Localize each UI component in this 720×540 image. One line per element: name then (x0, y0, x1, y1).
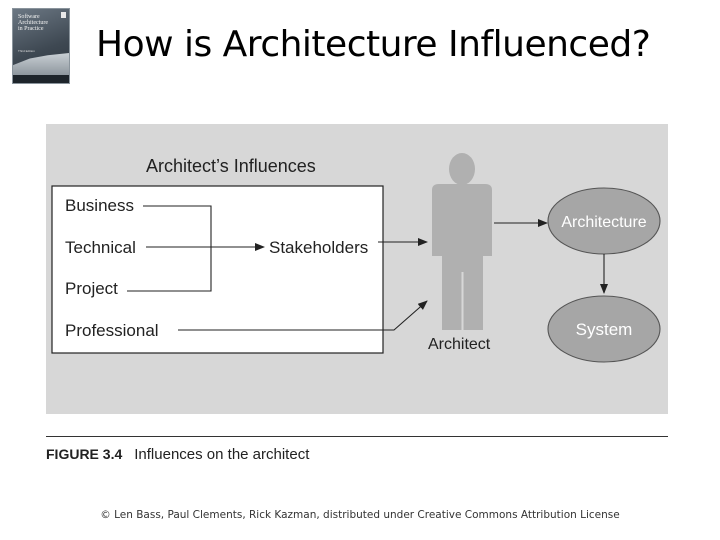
influence-project: Project (65, 279, 118, 298)
book-cover-title: Software Architecture in Practice (18, 14, 48, 32)
figure-number: FIGURE 3.4 (46, 446, 123, 462)
book-cover-edition: Third Edition (18, 49, 35, 53)
architect-figure-icon (432, 153, 492, 330)
stakeholders-label: Stakeholders (269, 238, 368, 257)
book-cover-strip (13, 75, 69, 83)
influence-business: Business (65, 196, 134, 215)
influences-box (51, 185, 384, 354)
architecture-label: Architecture (561, 214, 646, 231)
figure-caption-text: Influences on the architect (134, 446, 310, 463)
copyright-footer: © Len Bass, Paul Clements, Rick Kazman, … (100, 509, 620, 521)
figure-caption: FIGURE 3.4 Influences on the architect (46, 446, 309, 463)
system-label: System (576, 320, 633, 339)
bracket-lines (127, 205, 212, 292)
arrow-professional (178, 300, 428, 331)
architect-label: Architect (428, 336, 491, 353)
caption-divider (46, 436, 668, 437)
slide-title: How is Architecture Influenced? (96, 24, 651, 65)
book-badge (61, 12, 66, 18)
diagram-heading: Architect’s Influences (146, 156, 316, 176)
influences-diagram: Architect’s Influences Business Technica… (51, 153, 661, 363)
book-cover-image: Software Architecture in Practice Third … (12, 8, 70, 84)
influence-professional: Professional (65, 321, 159, 340)
system-ellipse (547, 295, 661, 363)
influence-technical: Technical (65, 238, 136, 257)
book-cover-building (13, 53, 69, 75)
